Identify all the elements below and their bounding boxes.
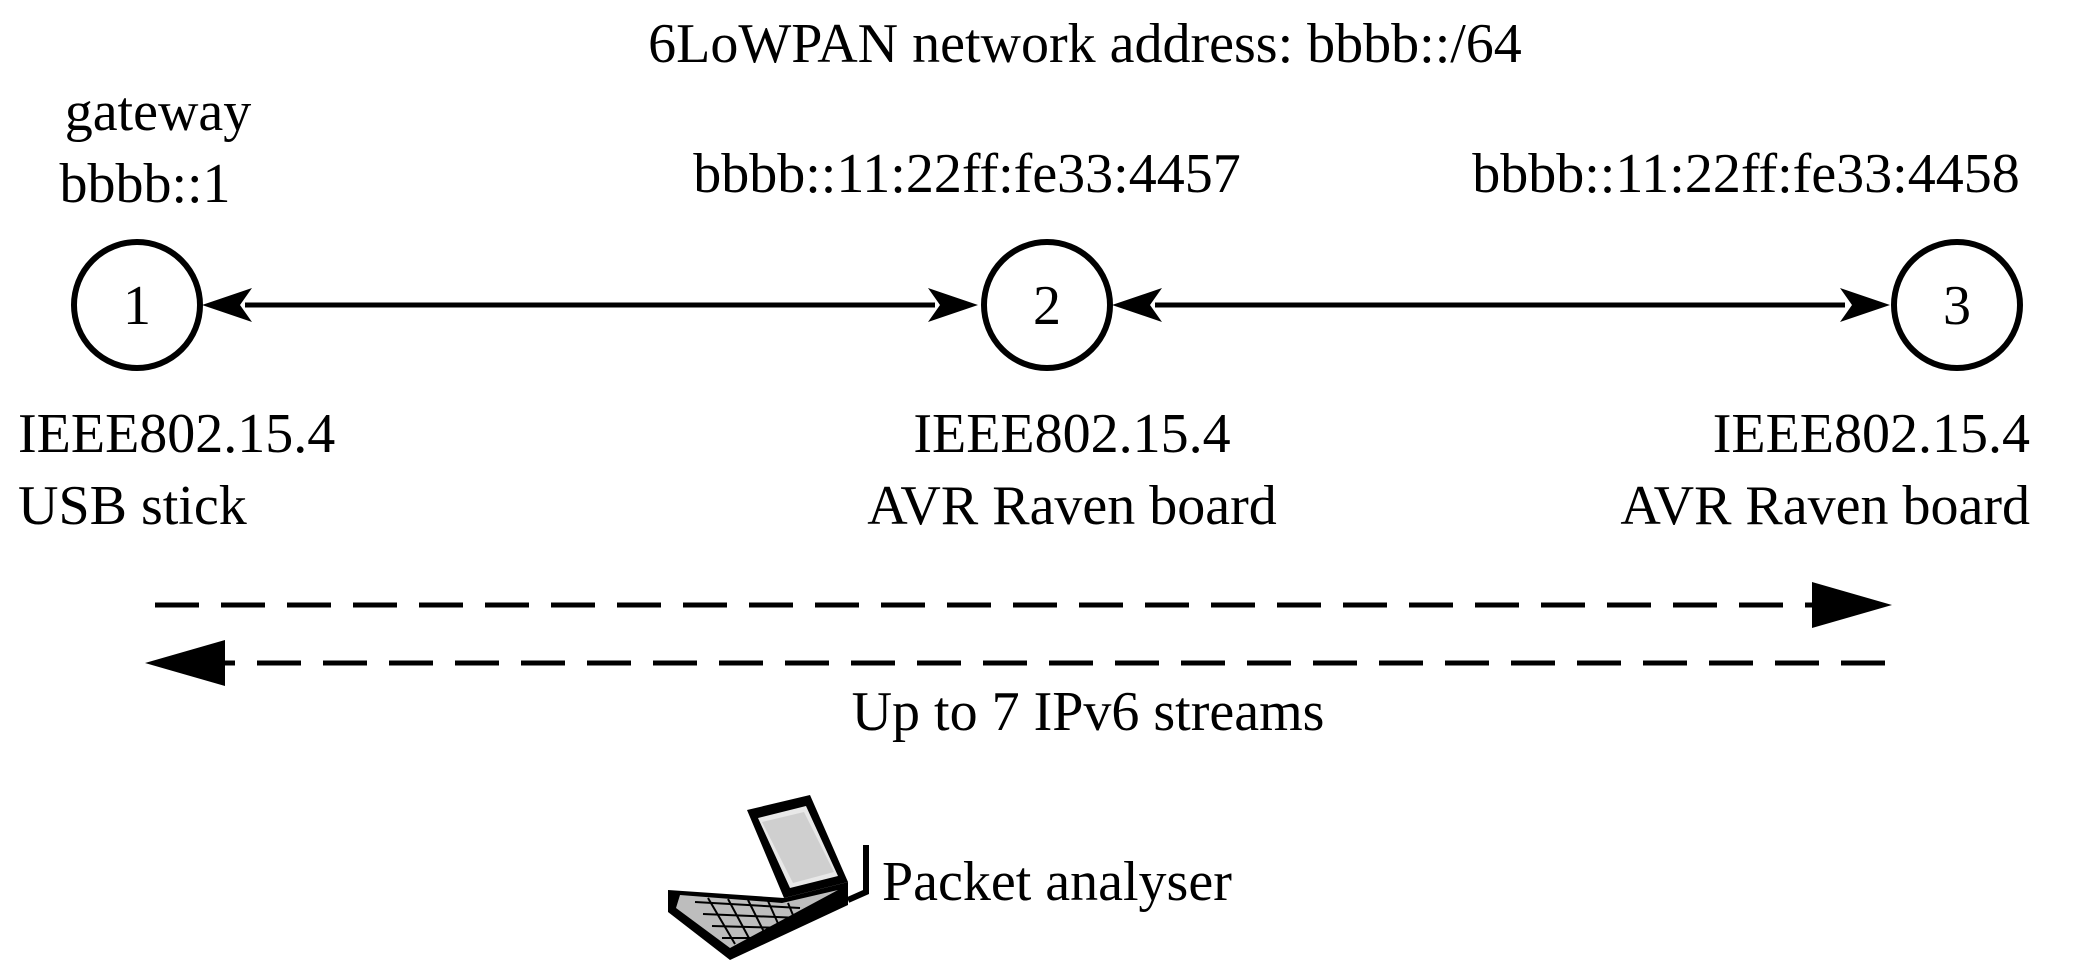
node-1-type: IEEE802.15.4 <box>18 403 335 465</box>
node-2-circle <box>981 239 1113 371</box>
stream-backward-arrow <box>145 640 1885 686</box>
node-2: 2 <box>981 239 1113 371</box>
node-3-address: bbbb::11:22ff:fe33:4458 <box>1472 143 2020 205</box>
node-2-number: 2 <box>1033 275 1061 337</box>
node-3-type: IEEE802.15.4 <box>1713 403 2030 465</box>
node-3-device: AVR Raven board <box>1620 475 2030 537</box>
node-3-circle <box>1891 239 2023 371</box>
node-1-device: USB stick <box>18 475 247 537</box>
link-1-2-left-arrowhead <box>202 288 252 322</box>
streams-label: Up to 7 IPv6 streams <box>852 681 1325 743</box>
node-1-circle <box>71 239 203 371</box>
node-1-address: bbbb::1 <box>59 153 230 215</box>
node-1-role: gateway <box>65 81 252 143</box>
node-2-address: bbbb::11:22ff:fe33:4457 <box>693 143 1241 205</box>
link-1-2-right-arrowhead <box>928 288 978 322</box>
stream-backward-arrowhead <box>145 640 225 686</box>
link-2-3-left-arrowhead <box>1112 288 1162 322</box>
node-2-type: IEEE802.15.4 <box>913 403 1230 465</box>
laptop-icon <box>668 795 869 960</box>
node-3-number: 3 <box>1943 275 1971 337</box>
link-1-2 <box>202 288 978 322</box>
node-3: 3 <box>1891 239 2023 371</box>
node-1-number: 1 <box>123 275 151 337</box>
node-2-device: AVR Raven board <box>867 475 1277 537</box>
node-1: 1 <box>71 239 203 371</box>
stream-forward-arrow <box>155 582 1892 628</box>
stream-forward-arrowhead <box>1812 582 1892 628</box>
link-2-3 <box>1112 288 1890 322</box>
link-2-3-right-arrowhead <box>1840 288 1890 322</box>
analyser-label: Packet analyser <box>882 851 1232 913</box>
network-title: 6LoWPAN network address: bbbb::/64 <box>648 13 1522 75</box>
